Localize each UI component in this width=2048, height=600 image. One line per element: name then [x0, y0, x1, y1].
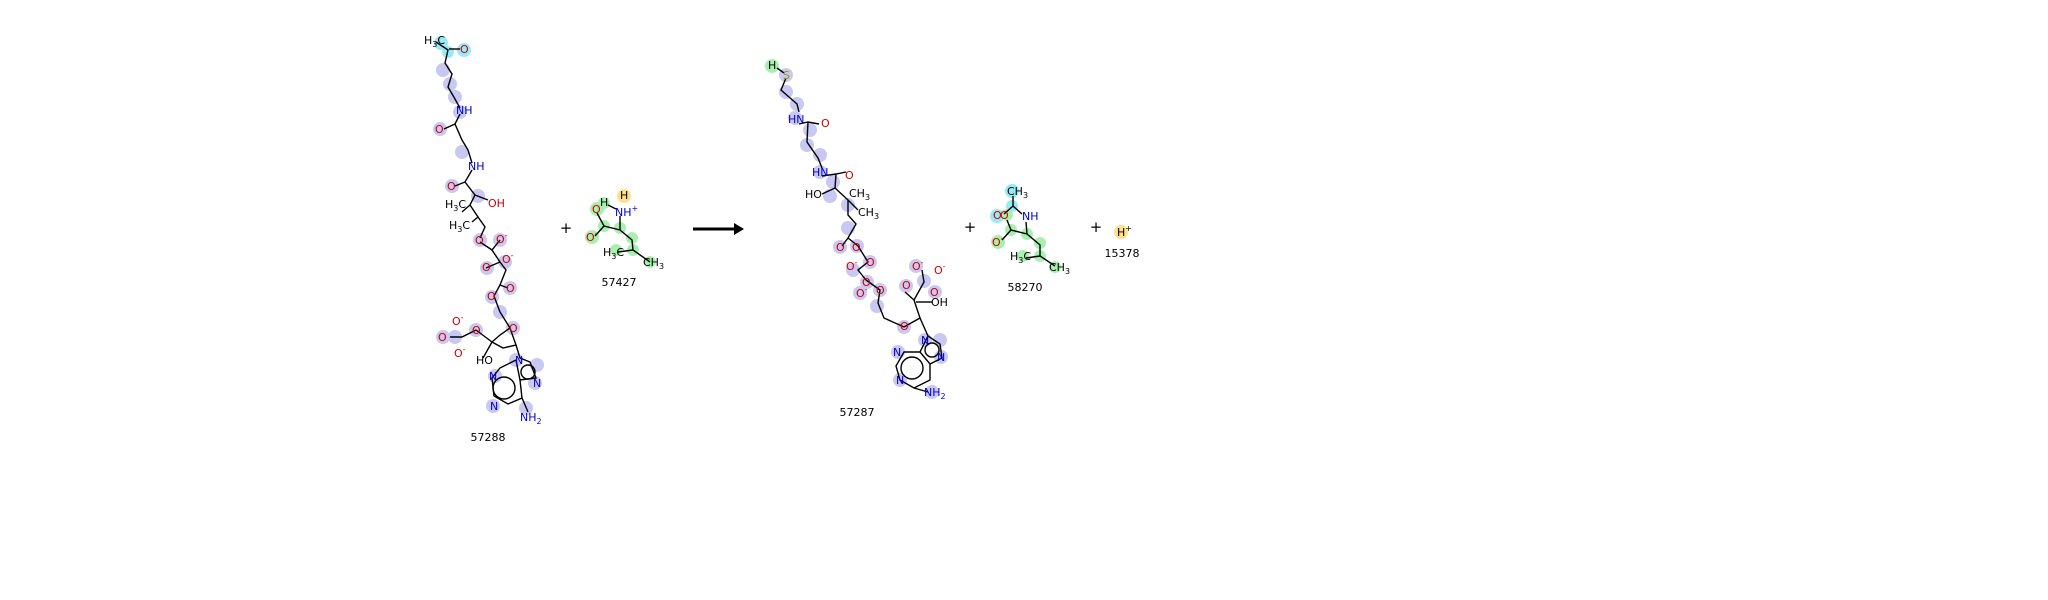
svg-text:O: O [475, 234, 484, 247]
svg-text:O: O [902, 279, 911, 292]
svg-text:N: N [490, 400, 498, 413]
svg-text:NH: NH [468, 160, 485, 173]
svg-text:O: O [472, 324, 481, 337]
bonds [435, 41, 537, 413]
svg-text:O: O [447, 180, 456, 193]
svg-text:N: N [515, 354, 523, 367]
svg-text:O: O [930, 286, 939, 299]
svg-text:O-: O- [856, 285, 868, 300]
molecule-id-label: 57427 [602, 276, 637, 289]
highlight-proton [1114, 225, 1128, 239]
atom-labels: CH3 O O NH O- H3C CH3 [992, 185, 1070, 276]
svg-text:CH3: CH3 [858, 206, 879, 221]
svg-text:O: O [821, 117, 830, 130]
svg-text:O-: O- [496, 231, 508, 246]
svg-text:O: O [900, 320, 909, 333]
molecule-57287: H S HN O HN O HO CH3 CH3 O O O O- O O- O… [765, 59, 948, 419]
atom-labels: H3C O NH O NH O OH H3C H3C O O- O O- O O… [424, 34, 542, 426]
svg-text:NH2: NH2 [520, 411, 542, 426]
svg-text:N: N [533, 377, 541, 390]
svg-text:O: O [592, 203, 601, 216]
molecule-id-label: 57288 [471, 431, 506, 444]
svg-text:N: N [896, 374, 904, 387]
molecule-id-label: 58270 [1008, 281, 1043, 294]
svg-text:NH: NH [1022, 210, 1039, 223]
svg-text:O: O [845, 169, 854, 182]
svg-text:NH: NH [456, 104, 473, 117]
bonds [776, 67, 943, 393]
svg-text:CH3: CH3 [1049, 261, 1070, 276]
aromatic-ring [924, 342, 940, 358]
svg-text:HN: HN [788, 113, 805, 126]
molecule-58270: CH3 O O NH O- H3C CH3 58270 [990, 184, 1070, 294]
svg-text:H: H [768, 59, 776, 72]
plus-sign: + [560, 219, 573, 237]
highlight-atoms [585, 197, 656, 268]
svg-text:O: O [876, 284, 885, 297]
highlight-proton [765, 59, 779, 73]
svg-text:NH+: NH+ [615, 204, 638, 219]
svg-text:O: O [866, 256, 875, 269]
svg-text:HO: HO [805, 188, 822, 201]
highlight-acetyl [990, 184, 1019, 223]
aromatic-ring [492, 376, 516, 400]
molecule-id-label: 15378 [1105, 247, 1140, 260]
svg-text:O-: O- [912, 258, 924, 273]
svg-text:CH3: CH3 [643, 256, 664, 271]
svg-text:CH3: CH3 [1007, 185, 1028, 200]
plus-sign: + [964, 218, 977, 236]
svg-text:O-: O- [452, 313, 464, 328]
svg-text:H: H [600, 196, 608, 209]
atom-labels: H S HN O HN O HO CH3 CH3 O O O O- O O- O… [768, 59, 948, 401]
molecule-57427: H O H NH+ O- H3C CH3 57427 [585, 189, 664, 289]
molecule-15378: H+ 15378 [1105, 224, 1140, 260]
svg-text:O: O [435, 123, 444, 136]
svg-text:O: O [1000, 209, 1009, 222]
svg-text:N: N [893, 346, 901, 359]
svg-text:H3C: H3C [449, 219, 470, 234]
molecule-57288: H3C O NH O NH O OH H3C H3C O O- O O- O O… [424, 34, 544, 444]
svg-text:O: O [482, 261, 491, 274]
svg-text:O: O [438, 331, 447, 344]
svg-text:H3C: H3C [603, 246, 624, 261]
svg-text:O: O [506, 282, 515, 295]
bonds [594, 204, 651, 263]
svg-text:H: H [620, 189, 628, 202]
svg-text:O: O [836, 241, 845, 254]
svg-text:O: O [487, 290, 496, 303]
svg-text:O: O [993, 209, 1002, 222]
svg-text:OH: OH [488, 197, 505, 210]
svg-text:H3C: H3C [424, 34, 445, 49]
svg-text:HO: HO [476, 354, 493, 367]
highlight-proton [617, 189, 631, 203]
svg-text:S: S [783, 69, 790, 82]
svg-text:N: N [921, 334, 929, 347]
svg-text:O-: O- [454, 345, 466, 360]
svg-text:O: O [852, 241, 861, 254]
aromatic-ring [900, 356, 924, 380]
reaction-arrow [693, 223, 744, 235]
svg-text:H3C: H3C [1010, 250, 1031, 265]
svg-text:O-: O- [846, 258, 858, 273]
svg-text:O-: O- [934, 262, 946, 277]
svg-text:CH3: CH3 [849, 187, 870, 202]
svg-text:O-: O- [502, 251, 514, 266]
svg-text:O: O [460, 43, 469, 56]
svg-text:N: N [489, 370, 497, 383]
svg-text:HN: HN [812, 166, 829, 179]
svg-text:O: O [862, 276, 871, 289]
atom-label: H+ [1117, 224, 1132, 239]
aromatic-ring [520, 364, 536, 380]
svg-text:O-: O- [992, 234, 1004, 249]
svg-text:NH2: NH2 [924, 386, 946, 401]
bonds [1001, 196, 1056, 267]
plus-sign: + [1090, 218, 1103, 236]
molecule-id-label: 57287 [840, 406, 875, 419]
svg-text:O: O [509, 322, 518, 335]
svg-text:OH: OH [931, 296, 948, 309]
svg-text:N: N [937, 351, 945, 364]
svg-text:O-: O- [586, 229, 598, 244]
svg-text:H3C: H3C [445, 198, 466, 213]
